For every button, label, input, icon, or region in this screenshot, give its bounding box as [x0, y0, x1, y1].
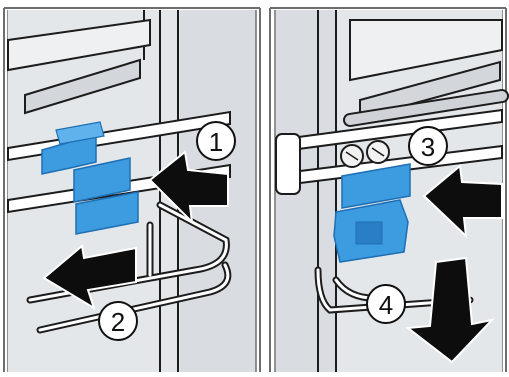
- step-callout-4: 4: [367, 285, 405, 323]
- right-blue-clip: [334, 164, 410, 262]
- step-label-1: 1: [209, 127, 223, 157]
- step-label-3: 3: [421, 132, 435, 162]
- step-callout-1: 1: [197, 122, 235, 160]
- step-callout-2: 2: [99, 302, 137, 340]
- step-label-2: 2: [111, 307, 125, 337]
- panel-left: 1 2: [0, 0, 262, 372]
- panel-right: 3 4: [270, 8, 506, 372]
- step-callout-3: 3: [409, 127, 447, 165]
- step-label-4: 4: [379, 290, 393, 320]
